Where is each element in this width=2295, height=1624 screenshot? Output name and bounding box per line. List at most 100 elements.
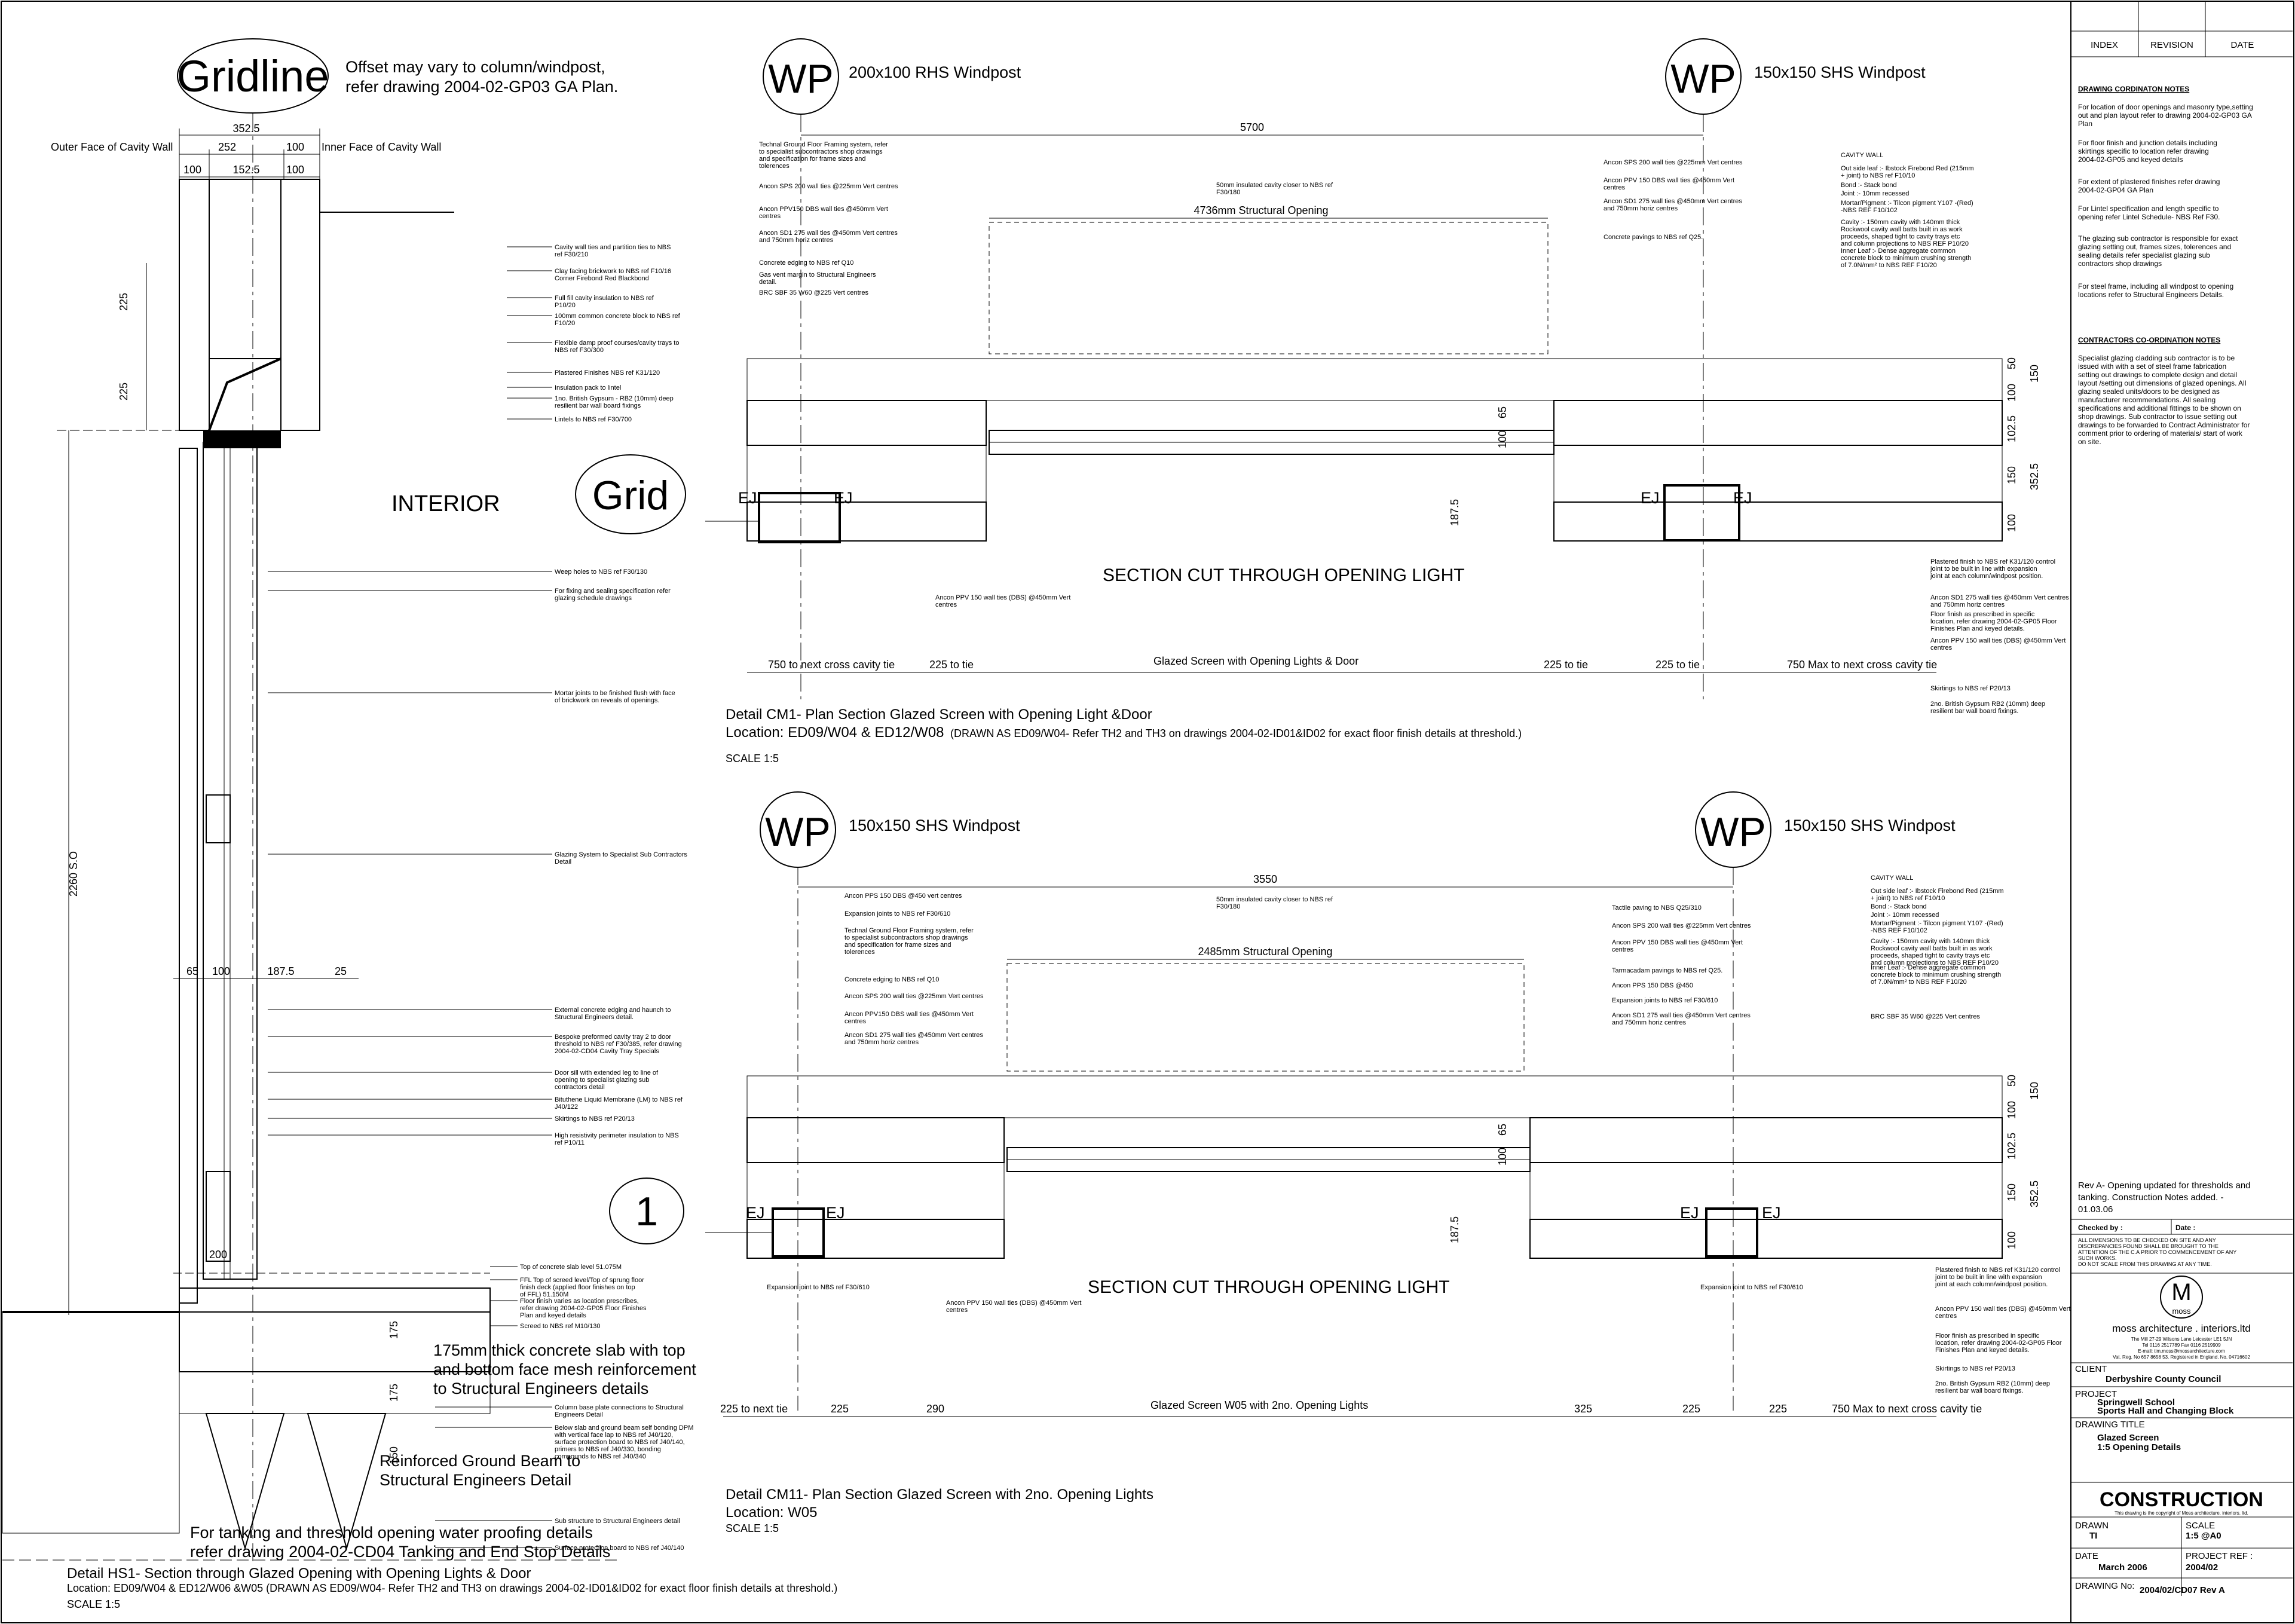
date-lbl: DATE: [2075, 1551, 2098, 1561]
cm11-rdim-102: 102.5: [2006, 1133, 2018, 1160]
interior-label: INTERIOR: [391, 491, 500, 516]
hs1-note: FFL Top of screed level/Top of sprung fl…: [520, 1277, 644, 1298]
disclaimer: ALL DIMENSIONS TO BE CHECKED ON SITE AND…: [2078, 1237, 2216, 1243]
hs1-note: Skirtings to NBS ref P20/13: [555, 1115, 635, 1123]
grid-bubble-label: Grid: [592, 473, 669, 518]
cm11-ej-2: EJ: [826, 1204, 845, 1222]
cm1-note-right: Ancon PPV 150 wall ties (DBS) @450mm Ver…: [1930, 637, 2066, 652]
hs1-note: Flexible damp proof courses/cavity trays…: [555, 340, 679, 354]
cm1-wp-left-label: 200x100 RHS Windpost: [849, 63, 1021, 81]
tanking-note-1: For tanking and threshold opening water …: [190, 1524, 593, 1542]
cm11-note-mid: Tactile paving to NBS Q25/310: [1612, 904, 1702, 912]
cm11-bdim-5: 325: [1574, 1403, 1592, 1415]
hs1-note: Floor finish varies as location prescrib…: [520, 1298, 647, 1319]
cm11-note-mid: Tarmacadam pavings to NBS ref Q25.: [1612, 967, 1722, 974]
drawn: TI: [2089, 1531, 2097, 1541]
cm1-note-right: Plastered finish to NBS ref K31/120 cont…: [1930, 558, 2055, 580]
cm1-rdim-100c: 100: [1497, 430, 1508, 448]
firm-line: Tel 0116 2517789 Fax 0116 2519909: [2142, 1342, 2221, 1348]
cm11-rdim-100c: 100: [1497, 1148, 1508, 1166]
cm1-location: Location: ED09/W04 & ED12/W08: [726, 724, 944, 741]
detail-cm11: WP 150x150 SHS Windpost WP 150x150 SHS W…: [705, 791, 2070, 1534]
cm1-rdim-352: 352.5: [2028, 463, 2040, 490]
dim-225-a: 225: [118, 293, 130, 311]
cm11-wp-left-label: 150x150 SHS Windpost: [849, 816, 1020, 834]
rev-a-1: Rev A- Opening updated for thresholds an…: [2078, 1180, 2251, 1191]
logo-letter: M: [2171, 1279, 2191, 1305]
screed: [179, 1287, 491, 1313]
detail-hs1: Gridline Offset may vary to column/windp…: [2, 38, 837, 1610]
cm1-rdim-65: 65: [1497, 406, 1508, 418]
hs1-note: Bituthene Liquid Membrane (LM) to NBS re…: [555, 1096, 683, 1111]
rev-a-2: tanking. Construction Notes added. -: [2078, 1192, 2223, 1203]
cm11-rdim-150a: 150: [2028, 1082, 2040, 1100]
cm1-rdim-100: 100: [2006, 384, 2018, 402]
cm11-rdim-150b: 150: [2006, 1183, 2018, 1201]
cm1-cavity-wall: Joint :- 10mm recessed: [1841, 190, 1909, 197]
drawing-no-label: DRAWING No:: [2075, 1581, 2134, 1591]
title-block: INDEX REVISION DATE DRAWING CORDINATON N…: [2070, 1, 2293, 1623]
cm11-note-mid: Ancon SPS 200 wall ties @225mm Vert cent…: [1612, 922, 1751, 929]
beam-note-1: Reinforced Ground Beam to: [380, 1452, 580, 1470]
dim-100-a: 100: [286, 141, 304, 153]
rev-a-3: 01.03.06: [2078, 1204, 2113, 1215]
coord-note: The glazing sub contractor is responsibl…: [2078, 234, 2238, 268]
cm1-bdim-6: 750 Max to next cross cavity tie: [1787, 659, 1937, 671]
cm1-note-bottom: Ancon PPV 150 wall ties (DBS) @450mm Ver…: [935, 594, 1070, 608]
project-label: PROJECT: [2075, 1389, 2117, 1399]
cm11-scale: SCALE 1:5: [726, 1522, 779, 1534]
hardcore-fill: [2, 1311, 180, 1534]
cm11-location: Location: W05: [726, 1504, 817, 1521]
cm11-cavity-wall: Out side leaf :- Ibstock Firebond Red (2…: [1871, 888, 2004, 902]
tanking-note-2: refer drawing 2004-02-CD04 Tanking and E…: [190, 1543, 610, 1561]
cm11-note-left: Concrete edging to NBS ref Q10: [844, 976, 939, 983]
cm1-note-left: Ancon SD1 275 wall ties @450mm Vert cent…: [759, 230, 898, 244]
project-ref: 2004/02: [2186, 1562, 2218, 1573]
disclaimer: DO NOT SCALE FROM THIS DRAWING AT ANY TI…: [2078, 1261, 2212, 1267]
cm11-wp-right-label: 150x150 SHS Windpost: [1784, 816, 1956, 834]
drawing-title-2: 1:5 Opening Details: [2097, 1442, 2181, 1452]
cm1-bdim-5: 225 to tie: [1656, 659, 1700, 671]
firm-line: The Mill 27-29 Wilsons Lane Leicester LE…: [2131, 1336, 2232, 1342]
dim-100-c: 100: [286, 164, 304, 176]
hs1-title: Detail HS1- Section through Glazed Openi…: [67, 1565, 531, 1582]
hs1-notes: Cavity wall ties and partition ties to N…: [268, 244, 693, 1552]
cm1-rdim-187: 187.5: [1449, 499, 1461, 526]
project-2: Sports Hall and Changing Block: [2097, 1406, 2234, 1416]
cm11-rdim-50: 50: [2006, 1075, 2018, 1087]
disclaimer: SUCH WORKS.: [2078, 1255, 2117, 1261]
hs1-note: Top of concrete slab level 51.075M: [520, 1264, 622, 1271]
inner-face-label: Inner Face of Cavity Wall: [322, 141, 441, 153]
coord-notes-title: DRAWING CORDINATON NOTES: [2078, 85, 2189, 93]
cm11-rdim-100b: 100: [2006, 1231, 2018, 1249]
hs1-note: Plastered Finishes NBS ref K31/120: [555, 369, 660, 377]
cm11-bdim-2: 225: [831, 1403, 849, 1415]
dim-100-d: 100: [212, 965, 230, 977]
cm11-note-mid: Ancon SD1 275 wall ties @450mm Vert cent…: [1612, 1012, 1751, 1026]
cm11-ej-1: EJ: [746, 1204, 765, 1222]
coord-note: For location of door openings and masonr…: [2078, 103, 2253, 128]
cm1-rdim-100b: 100: [2006, 514, 2018, 532]
status-construction: CONSTRUCTION: [2100, 1488, 2263, 1511]
cm1-ej-3: EJ: [1641, 489, 1660, 507]
cm11-rdim-352: 352.5: [2028, 1180, 2040, 1207]
hs1-note: High resistivity perimeter insulation to…: [555, 1132, 679, 1146]
contractor-notes: Specialist glazing cladding sub contract…: [2078, 354, 2250, 446]
cm11-cavity-wall: Bond :- Stack bond: [1871, 903, 1927, 910]
logo-circle: [2160, 1276, 2203, 1319]
dim-352-5: 352.5: [232, 123, 259, 134]
coord-note: For steel frame, including all windpost …: [2078, 282, 2233, 299]
ground-beam-1: [205, 1413, 285, 1550]
cm11-rdim-65: 65: [1497, 1124, 1508, 1136]
date-value: March 2006: [2098, 1562, 2147, 1573]
